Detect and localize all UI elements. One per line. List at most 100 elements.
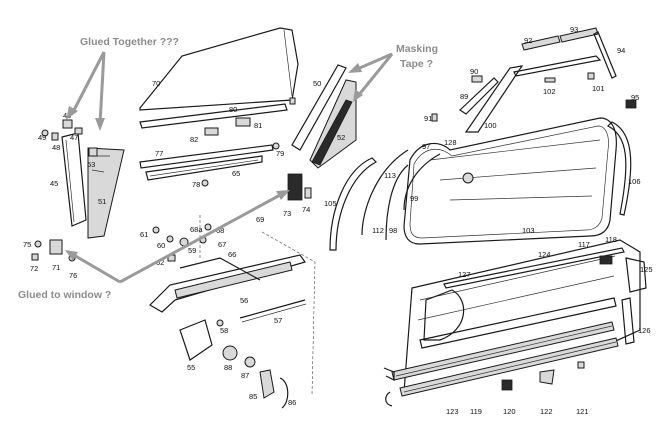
label-59: 59 <box>188 246 196 255</box>
clip-101 <box>587 72 595 80</box>
label-124: 124 <box>538 250 551 259</box>
gear-55 <box>179 319 213 361</box>
bolt-58 <box>216 319 224 327</box>
label-88: 88 <box>224 363 232 372</box>
clip-46 <box>62 119 73 129</box>
seal-105 <box>329 157 377 251</box>
label-103: 103 <box>522 226 535 235</box>
label-102: 102 <box>543 87 556 96</box>
label-122: 122 <box>540 407 553 416</box>
annotation-glued-together: Glued Together ??? <box>80 36 179 48</box>
label-71: 71 <box>52 263 60 272</box>
label-98: 98 <box>389 226 397 235</box>
label-65: 65 <box>232 169 240 178</box>
label-75: 75 <box>23 240 31 249</box>
label-56: 56 <box>240 296 248 305</box>
part-number-labels: 45 46 47 48 49 50 51 52 53 55 56 57 58 5… <box>23 25 653 416</box>
bracket-81 <box>235 117 251 127</box>
label-68: 68 <box>216 226 224 235</box>
label-78: 78 <box>192 180 200 189</box>
clip-121 <box>577 361 585 369</box>
washer-87 <box>244 356 256 368</box>
label-74: 74 <box>302 205 310 214</box>
label-99: 99 <box>410 194 418 203</box>
label-53: 53 <box>87 160 95 169</box>
label-66: 66 <box>228 250 236 259</box>
label-128: 128 <box>444 138 457 147</box>
label-100: 100 <box>484 121 497 130</box>
handle-85 <box>259 369 275 399</box>
label-120: 120 <box>503 407 516 416</box>
label-113: 113 <box>384 171 396 180</box>
label-45: 45 <box>50 179 58 188</box>
label-82: 82 <box>190 135 198 144</box>
label-70: 70 <box>152 79 160 88</box>
label-101: 101 <box>592 84 605 93</box>
nut-61 <box>152 226 160 234</box>
strip-124 <box>419 297 617 349</box>
label-87: 87 <box>241 371 249 380</box>
trim-125 <box>625 257 647 293</box>
label-90: 90 <box>470 67 478 76</box>
label-50: 50 <box>313 79 321 88</box>
bracket-71 <box>49 239 63 255</box>
label-80: 80 <box>229 105 237 114</box>
label-61: 61 <box>140 230 148 239</box>
label-105: 105 <box>324 199 337 208</box>
clip-91 <box>431 113 438 122</box>
label-51: 51 <box>98 197 106 206</box>
screw-78 <box>201 179 209 187</box>
door-seal-group <box>329 117 632 251</box>
label-97: 97 <box>422 142 430 151</box>
clip-122 <box>539 369 555 385</box>
nut-60 <box>166 235 174 243</box>
label-86: 86 <box>288 398 296 407</box>
label-68a: 68a <box>190 225 203 234</box>
clip-49 <box>41 129 49 137</box>
molding-92 <box>513 55 602 77</box>
label-91: 91 <box>424 114 432 123</box>
label-81: 81 <box>254 121 262 130</box>
rail-65 <box>145 155 263 181</box>
label-117: 117 <box>578 240 590 249</box>
handle-86 <box>279 377 289 409</box>
clip-120 <box>501 379 513 391</box>
clip-102 <box>544 77 556 83</box>
label-121: 121 <box>576 407 589 416</box>
annotation-arrows <box>65 51 394 284</box>
label-55: 55 <box>187 363 195 372</box>
label-49: 49 <box>38 133 46 142</box>
roof-molding-group <box>431 27 637 133</box>
molding-92b <box>521 35 561 51</box>
clip-118 <box>599 255 613 265</box>
clip-74 <box>304 187 312 199</box>
roller-88 <box>222 345 238 361</box>
clip-128 <box>462 172 474 184</box>
rail-77 <box>139 144 274 169</box>
label-76: 76 <box>69 271 77 280</box>
arm-66 <box>179 257 261 281</box>
spring-57 <box>239 299 306 319</box>
label-58: 58 <box>220 326 228 335</box>
label-77: 77 <box>155 149 163 158</box>
label-85: 85 <box>249 392 257 401</box>
annotation-masking-line2: Tape ? <box>400 58 433 70</box>
clip-72 <box>31 253 39 261</box>
label-92: 92 <box>524 36 532 45</box>
regulator-56 <box>149 254 306 313</box>
seal-112 <box>361 149 409 236</box>
pillar-45 <box>61 132 87 227</box>
label-123: 123 <box>446 407 459 416</box>
label-95: 95 <box>631 93 639 102</box>
bracket-82 <box>204 127 219 136</box>
label-125: 125 <box>640 265 653 274</box>
label-112: 112 <box>372 226 384 235</box>
seal-126 <box>621 297 635 345</box>
label-118: 118 <box>605 235 617 244</box>
window-glass-group <box>139 27 299 187</box>
label-106: 106 <box>628 177 641 186</box>
label-126: 126 <box>638 326 651 335</box>
label-73: 73 <box>283 209 291 218</box>
nut-68 <box>204 223 212 231</box>
